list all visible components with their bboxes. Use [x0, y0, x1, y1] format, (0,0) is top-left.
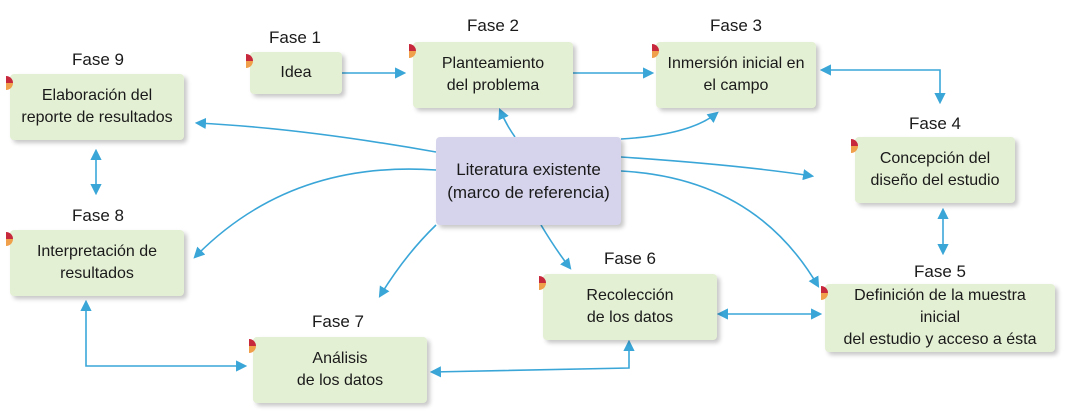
phase-box-fase7: Análisis de los datos — [249, 337, 427, 403]
phase-text-fase8: Interpretación de resultados — [36, 243, 158, 282]
phase-label-fase9: Fase 9 — [72, 50, 124, 69]
phase-box-fase2: Planteamiento del problema — [409, 42, 573, 108]
arrow-lit-fase9 — [194, 117, 437, 153]
phase-box-fase6: Recolección de los datos — [539, 274, 717, 340]
literature-box: Literatura existente (marco de referenci… — [436, 137, 621, 225]
phase-label-fase2: Fase 2 — [467, 16, 519, 35]
arrow-lit-fase6 — [540, 224, 572, 270]
phase-label-fase6: Fase 6 — [604, 249, 656, 268]
tab-icon — [409, 44, 416, 58]
phase-label-fase8: Fase 8 — [72, 206, 124, 225]
phase-box-fase9: Elaboración del reporte de resultados — [6, 74, 184, 140]
tab-icon — [851, 139, 858, 153]
phase-text-fase4: Concepción del diseño del estudio — [870, 150, 1000, 189]
tab-icon — [6, 76, 13, 90]
arrow-lit-fase5 — [620, 170, 820, 288]
phase-text-fase2: Planteamiento del problema — [441, 55, 545, 94]
tab-icon — [249, 339, 256, 353]
phase-box-fase3: Inmersión inicial en el campo — [652, 42, 816, 108]
tab-icon — [6, 232, 13, 246]
arrow-lit-fase2 — [498, 107, 516, 138]
phase-text-fase7: Análisis de los datos — [296, 350, 384, 389]
phase-text-fase9: Elaboración del reporte de resultados — [21, 87, 173, 126]
phase-box-fase8: Interpretación de resultados — [6, 230, 184, 296]
arrow-lit-fase8 — [193, 168, 437, 259]
phase-label-fase3: Fase 3 — [710, 16, 762, 35]
tab-icon — [539, 276, 546, 290]
tab-icon — [246, 54, 253, 68]
tab-icon — [652, 44, 659, 58]
arrow-fase3-fase4 — [819, 64, 946, 105]
phase-text-fase6: Recolección de los datos — [586, 287, 674, 326]
phase-text-fase5: Definición de la muestra inicial del est… — [843, 287, 1037, 348]
arrow-lit-fase3 — [620, 111, 719, 140]
arrow-lit-fase7 — [378, 224, 437, 298]
phase-box-fase5: Definición de la muestra inicial del est… — [821, 284, 1055, 352]
phase-label-fase7: Fase 7 — [312, 312, 364, 331]
arrow-lit-fase4 — [620, 156, 815, 181]
phase-label-fase4: Fase 4 — [909, 114, 961, 133]
phase-box-fase4: Concepción del diseño del estudio — [851, 137, 1015, 203]
tab-icon — [821, 286, 828, 300]
phase-text-fase3: Inmersión inicial en el campo — [667, 55, 805, 94]
arrow-fase6-fase7 — [429, 339, 635, 378]
phase-text-fase1: Idea — [280, 64, 312, 81]
phase-label-fase1: Fase 1 — [269, 28, 321, 47]
arrow-fase7-fase8 — [80, 299, 248, 372]
literature-text: Literatura existente (marco de referenci… — [447, 160, 610, 202]
phase-label-fase5: Fase 5 — [914, 262, 966, 281]
phase-box-fase1: Idea — [246, 52, 342, 94]
